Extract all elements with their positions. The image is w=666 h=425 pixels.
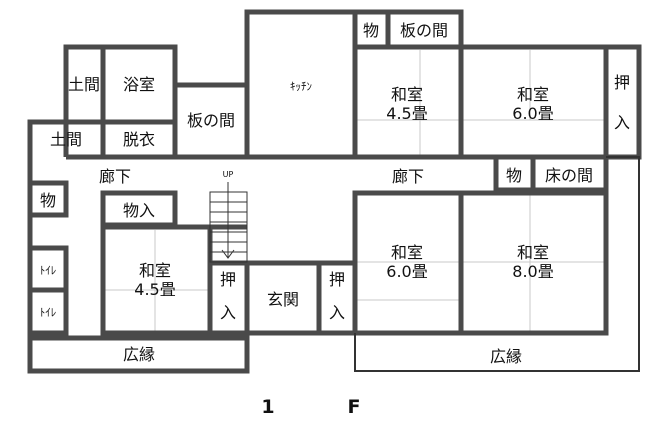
label-toilet-2: ﾄｲﾚ (40, 306, 57, 319)
floor-suffix: F (348, 396, 361, 418)
label-mono-left: 物 (40, 191, 56, 210)
label-washitsu-60-bottom-size: 6.0畳 (386, 262, 427, 281)
label-doma-left: 土間 (50, 130, 82, 149)
label-washitsu-45-top-size: 4.5畳 (386, 104, 427, 123)
label-hiroen-right: 広縁 (490, 347, 522, 366)
thin-walls (354, 156, 640, 372)
room-labels: 物 板の間 ｷｯﾁﾝ 土間 浴室 板の間 土間 脱衣 和室 4.5畳 和室 6.… (40, 21, 630, 366)
label-mono-mid: 物 (506, 166, 522, 185)
label-toilet-1: ﾄｲﾚ (40, 264, 57, 277)
walls (27, 9, 642, 374)
label-itanoma-top: 板の間 (400, 21, 448, 40)
tatami-lines (103, 50, 605, 332)
label-rouka-left: 廊下 (99, 167, 131, 186)
label-washitsu-45-bottom-size: 4.5畳 (134, 280, 175, 299)
label-kitchen: ｷｯﾁﾝ (290, 80, 312, 93)
staircase (209, 182, 248, 263)
label-doma-top: 土間 (68, 75, 100, 94)
label-washitsu-45-bottom: 和室 (139, 261, 171, 280)
floor-number: 1 (261, 396, 274, 418)
label-oshiire-mid-2: 入 (329, 303, 345, 322)
label-oshiire-right-1: 押 (614, 73, 630, 92)
label-oshiire-left-1: 押 (220, 270, 236, 289)
label-washitsu-60-top-size: 6.0畳 (512, 104, 553, 123)
label-washitsu-45-top: 和室 (391, 85, 423, 104)
label-washitsu-60-top: 和室 (517, 85, 549, 104)
label-yokushitsu: 浴室 (123, 75, 155, 94)
label-washitsu-60-bottom: 和室 (391, 243, 423, 262)
label-washitsu-80: 和室 (517, 243, 549, 262)
label-tokonoma: 床の間 (545, 166, 593, 185)
label-oshiire-mid-1: 押 (329, 270, 345, 289)
label-genkan: 玄関 (267, 290, 299, 309)
floor-label: 1 F (261, 396, 360, 418)
label-itanoma-mid: 板の間 (187, 111, 235, 130)
label-hiroen-left: 広縁 (123, 345, 155, 364)
label-datsui: 脱衣 (123, 130, 155, 149)
label-mono-top: 物 (363, 21, 379, 40)
label-mono-iri: 物入 (123, 201, 155, 220)
label-rouka-right: 廊下 (392, 167, 424, 186)
label-washitsu-80-size: 8.0畳 (512, 262, 553, 281)
label-stair-up: UP (223, 170, 234, 179)
label-oshiire-left-2: 入 (220, 303, 236, 322)
label-oshiire-right-2: 入 (614, 113, 630, 132)
